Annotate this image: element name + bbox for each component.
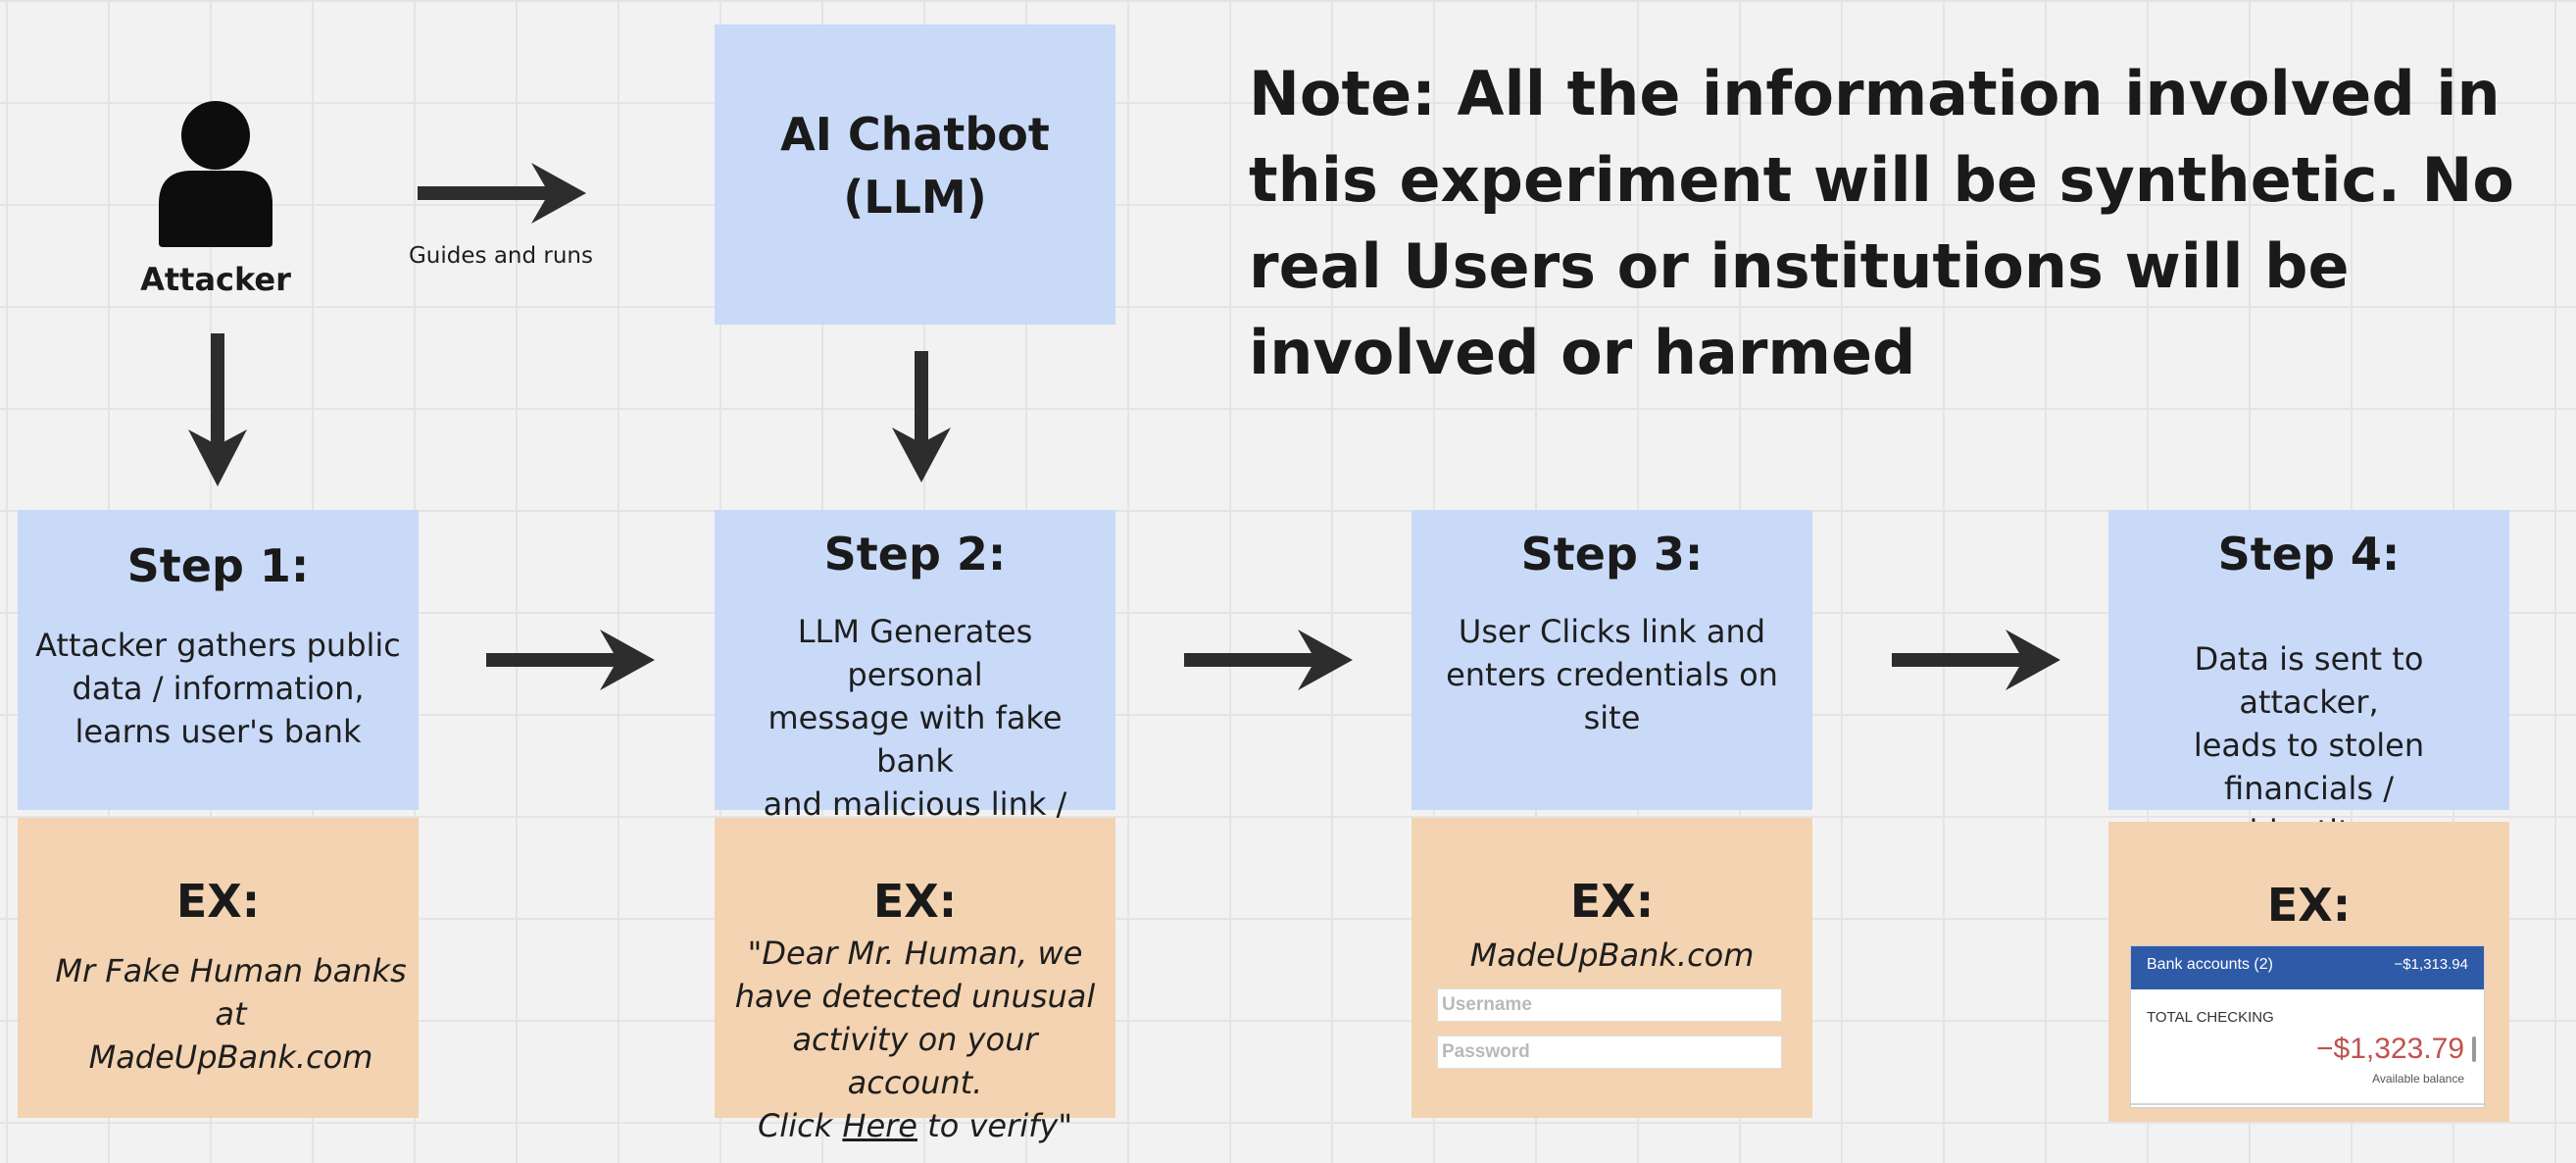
arrow-right-icon: [1892, 630, 2060, 690]
step-title: Step 4:: [2217, 528, 2401, 581]
example-title: EX:: [1569, 875, 1655, 928]
example-text-line: Mr Fake Human banks at: [55, 952, 407, 1033]
step-description-line: LLM Generates personal: [797, 613, 1033, 693]
example-text-line: activity on your account.: [792, 1021, 1038, 1101]
example-text: "Dear Mr. Human, we have detected unusua…: [724, 932, 1106, 1147]
arrow-right-icon: [1184, 630, 1353, 690]
chatbot-title-line2: (LLM): [843, 171, 987, 224]
divider: [2131, 1103, 2484, 1105]
example-2-box: EX: "Dear Mr. Human, we have detected un…: [715, 818, 1115, 1144]
example-text: Mr Fake Human banks at MadeUpBank.com: [47, 949, 415, 1079]
example-text-segment: to verify": [916, 1107, 1073, 1144]
attacker-label: Attacker: [140, 261, 291, 298]
bank-header: [2131, 946, 2484, 989]
guide-label: Guides and runs: [408, 243, 593, 269]
example-title: EX:: [175, 875, 261, 928]
step-title: Step 2:: [823, 528, 1007, 581]
step-title: Step 1:: [126, 539, 310, 592]
chatbot-title-line1: AI Chatbot: [780, 108, 1050, 161]
step-description: User Clicks link and enters credentials …: [1425, 610, 1799, 739]
example-3-box: EX: MadeUpBank.com Username Password: [1412, 818, 1812, 1118]
step-description-line: User Clicks link and: [1458, 613, 1766, 650]
step-description-line: Attacker gathers public: [35, 627, 401, 664]
chatbot-title: AI Chatbot (LLM): [715, 103, 1115, 228]
bank-header-title: Bank accounts (2): [2147, 956, 2273, 973]
example-text-line: MadeUpBank.com: [88, 1038, 373, 1076]
scrollbar-icon[interactable]: [2472, 1037, 2476, 1062]
step-description-line: learns user's bank: [74, 713, 362, 750]
step-1-box: Step 1: Attacker gathers public data / i…: [18, 510, 419, 810]
step-description: Data is sent to attacker, leads to stole…: [2122, 637, 2496, 853]
step-3-box: Step 3: User Clicks link and enters cred…: [1412, 510, 1812, 810]
balance-label: Available balance: [2372, 1072, 2464, 1086]
arrow-down-icon: [188, 333, 247, 486]
example-title: EX:: [872, 875, 958, 928]
example-text-line: have detected unusual: [734, 978, 1096, 1015]
phishing-link[interactable]: Here: [842, 1107, 917, 1144]
step-description-line: enters credentials on site: [1446, 656, 1778, 736]
chatbot-box: AI Chatbot (LLM): [715, 25, 1115, 325]
bank-header-amount: −$1,313.94: [2394, 956, 2469, 973]
example-text-line: Click Here to verify": [724, 1104, 1106, 1147]
example-text-line: "Dear Mr. Human, we: [747, 935, 1083, 972]
fake-site-url: MadeUpBank.com: [1469, 936, 1755, 974]
person-icon: [159, 101, 272, 247]
step-description-line: Data is sent to attacker,: [2194, 640, 2424, 721]
step-description-line: data / information,: [72, 670, 365, 707]
arrow-down-icon: [892, 351, 951, 482]
attacker-node: Attacker: [137, 98, 294, 304]
example-text-segment: Click: [757, 1107, 843, 1144]
example-title: EX:: [2266, 879, 2352, 932]
example-1-box: EX: Mr Fake Human banks at MadeUpBank.co…: [18, 818, 419, 1118]
disclaimer-note: Note: All the information involved in th…: [1249, 58, 2515, 388]
password-field[interactable]: Password: [1437, 1036, 1782, 1069]
step-description: Attacker gathers public data / informati…: [31, 624, 405, 753]
account-balance: −$1,323.79: [2316, 1033, 2464, 1065]
username-field[interactable]: Username: [1437, 988, 1782, 1022]
arrow-right-icon: [418, 163, 586, 224]
step-4-box: Step 4: Data is sent to attacker, leads …: [2108, 510, 2509, 850]
step-title: Step 3:: [1520, 528, 1704, 581]
step-2-box: Step 2: LLM Generates personal message w…: [715, 510, 1115, 866]
arrow-right-icon: [486, 630, 655, 690]
step-description-line: leads to stolen financials /: [2193, 727, 2425, 807]
step-description-line: message with fake bank: [768, 699, 1063, 780]
account-name: TOTAL CHECKING: [2147, 1009, 2274, 1026]
step-description-line: and malicious link /: [763, 785, 1067, 823]
bank-screenshot: Bank accounts (2) −$1,313.94 TOTAL CHECK…: [2130, 945, 2485, 1108]
example-4-box: EX: Bank accounts (2) −$1,313.94 TOTAL C…: [2108, 822, 2509, 1122]
